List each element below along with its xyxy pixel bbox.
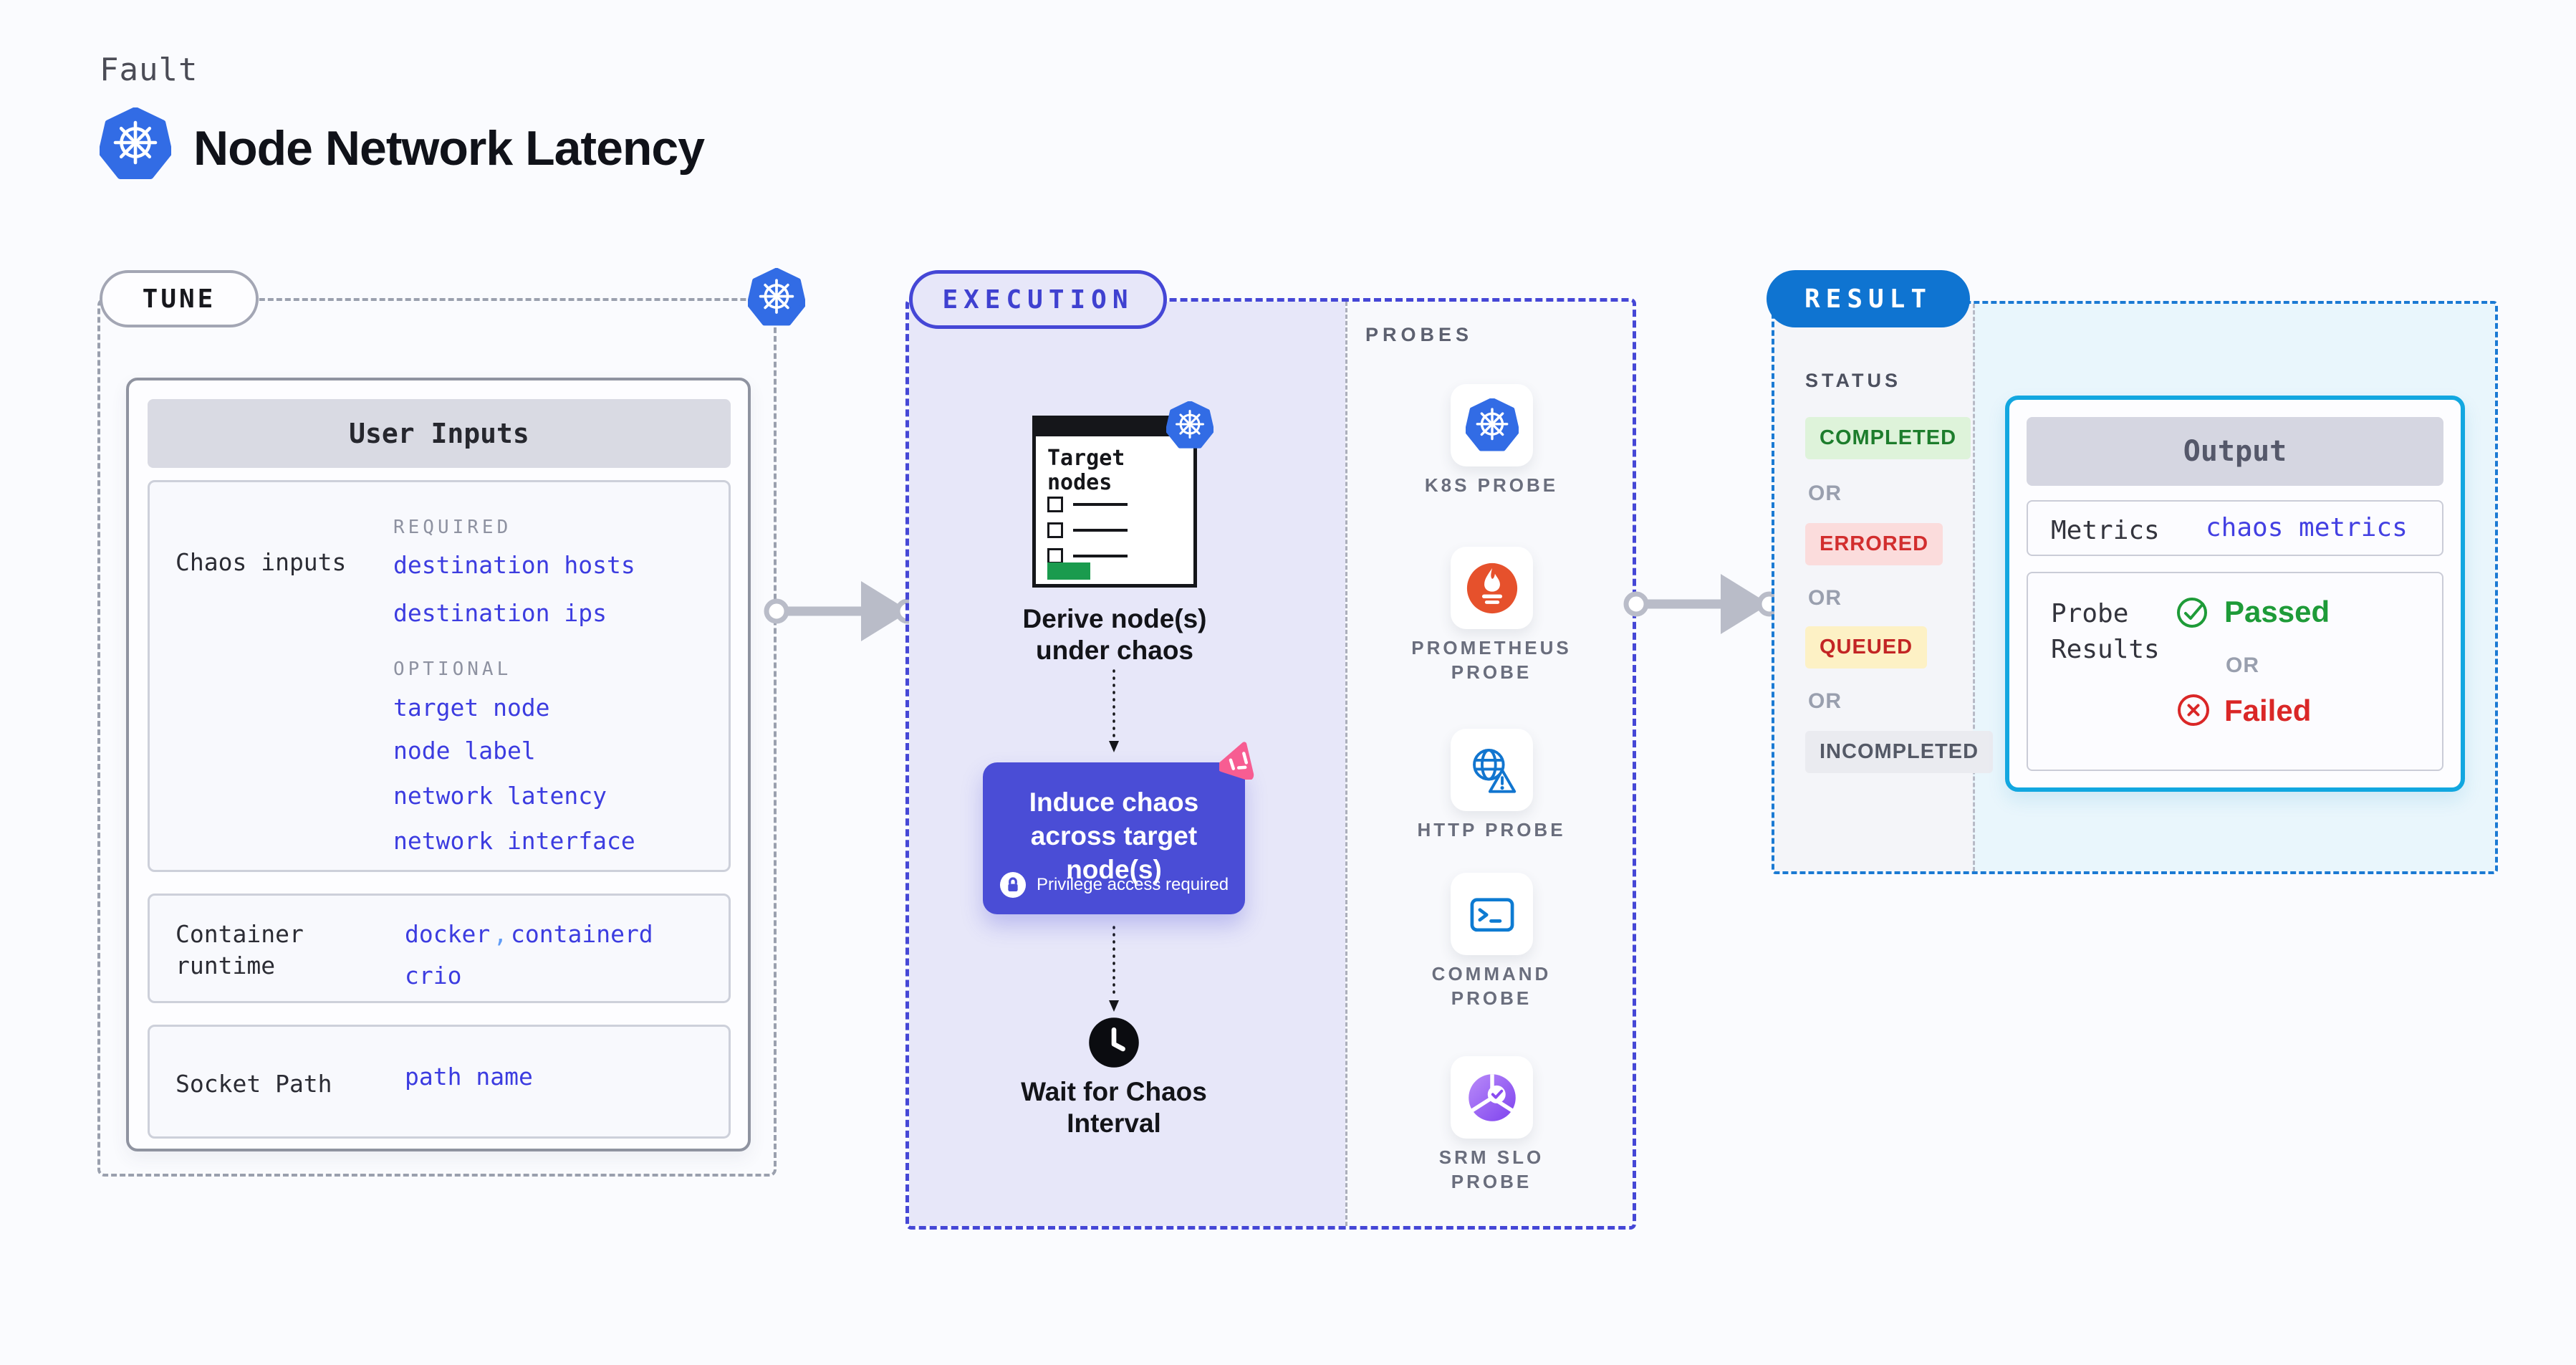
x-circle-icon [2178,694,2209,726]
terminal-icon [1470,897,1514,931]
container-runtime-label: Container runtime [176,920,304,980]
link-crio[interactable]: crio [405,962,462,990]
required-heading: REQUIRED [393,517,512,538]
link-destination-hosts[interactable]: destination hosts [393,551,635,579]
link-network-latency[interactable]: network latency [393,782,607,810]
output-title: Output [2027,417,2443,486]
probe-label: PROMETHEUS PROBE [1411,637,1572,683]
runtime-separator: , [493,920,508,948]
or-separator: OR [2226,653,2259,677]
probe-tile-k8s [1451,384,1533,466]
kubernetes-icon [1166,401,1213,450]
arrow-right-icon [1623,574,1782,634]
probe-tile-http [1451,729,1533,811]
check-circle-icon [2177,598,2207,628]
tune-section [97,298,777,1177]
link-path-name[interactable]: path name [405,1063,533,1091]
result-pill: RESULT [1767,270,1970,327]
probes-heading: PROBES [1365,324,1474,345]
probe-label: COMMAND PROBE [1431,963,1552,1009]
user-inputs-title: User Inputs [148,399,731,468]
fault-eyebrow: Fault [100,52,198,88]
link-docker[interactable]: docker [405,920,491,948]
or-separator: OR [1808,482,1842,505]
slo-pie-icon [1468,1073,1516,1121]
or-separator: OR [1808,689,1842,713]
target-nodes-card: Target nodes [1032,416,1197,588]
passed-label: Passed [2224,595,2330,628]
chaos-inputs-row: Chaos inputs REQUIRED destination hosts … [148,480,731,872]
kubernetes-icon [748,268,805,328]
status-badge-queued: QUEUED [1805,626,1928,669]
privilege-badge: Privilege access required [983,871,1245,899]
step-induce-chaos: Induce chaos across target node(s) [1029,787,1199,884]
target-nodes-title: Target nodes [1047,446,1125,495]
link-containerd[interactable]: containerd [511,920,653,948]
dotted-arrow-down-icon [1109,926,1119,1012]
socket-path-row: Socket Path path name [148,1025,731,1139]
page-title: Node Network Latency [193,121,705,176]
optional-heading: OPTIONAL [393,658,512,680]
link-network-interface[interactable]: network interface [393,827,635,855]
probe-results-row: Probe Results Passed OR Failed [2027,572,2443,771]
list-line [1073,503,1128,506]
probe-tile-prometheus [1451,547,1533,629]
tune-pill: TUNE [100,270,259,327]
list-line [1073,529,1128,532]
step-derive-nodes: Derive node(s) under chaos [1022,604,1207,665]
socket-path-label: Socket Path [176,1070,332,1098]
clock-icon [1089,1017,1139,1068]
green-bar [1047,562,1090,580]
kubernetes-icon [100,107,171,182]
checkbox-icon [1047,522,1063,538]
probe-label: K8S PROBE [1424,474,1559,496]
checkbox-icon [1047,497,1063,512]
metrics-row: Metrics chaos metrics [2027,500,2443,556]
lock-icon [999,871,1026,899]
prometheus-icon [1466,562,1517,613]
link-target-node[interactable]: target node [393,694,550,722]
status-badge-incompleted: INCOMPLETED [1805,731,1994,773]
status-column [1774,304,1973,871]
link-chaos-metrics[interactable]: chaos metrics [2206,513,2408,542]
list-line [1073,555,1128,557]
status-badge-errored: ERRORED [1805,523,1943,565]
induce-chaos-card: Induce chaos across target node(s) Privi… [983,762,1245,914]
execution-pill: EXECUTION [909,270,1167,329]
status-badge-completed: COMPLETED [1805,417,1971,459]
probe-tile-command [1451,873,1533,955]
failed-label: Failed [2224,694,2312,727]
step-wait-interval: Wait for Chaos Interval [1021,1077,1207,1138]
arrow-right-icon [764,581,921,641]
status-heading: STATUS [1805,370,1901,391]
user-inputs-card: User Inputs Chaos inputs REQUIRED destin… [126,378,751,1151]
chaos-inputs-label: Chaos inputs [176,548,347,576]
kubernetes-icon [1466,398,1519,453]
globe-alert-icon [1472,748,1516,793]
probe-results-label: Probe Results [2051,599,2160,664]
link-node-label[interactable]: node label [393,737,536,765]
or-separator: OR [1808,586,1842,610]
checkbox-icon [1047,548,1063,564]
privilege-badge-label: Privilege access required [1036,875,1229,894]
probe-label: SRM SLO PROBE [1438,1146,1544,1192]
litmus-chaos-icon [1219,742,1254,780]
link-destination-ips[interactable]: destination ips [393,599,607,627]
dotted-arrow-down-icon [1109,669,1119,752]
metrics-label: Metrics [2051,516,2160,545]
container-runtime-row: Container runtime docker , containerd cr… [148,894,731,1003]
probe-label: HTTP PROBE [1417,819,1566,840]
probe-tile-srm-slo [1451,1056,1533,1139]
output-card: Output Metrics chaos metrics Probe Resul… [2005,396,2465,792]
